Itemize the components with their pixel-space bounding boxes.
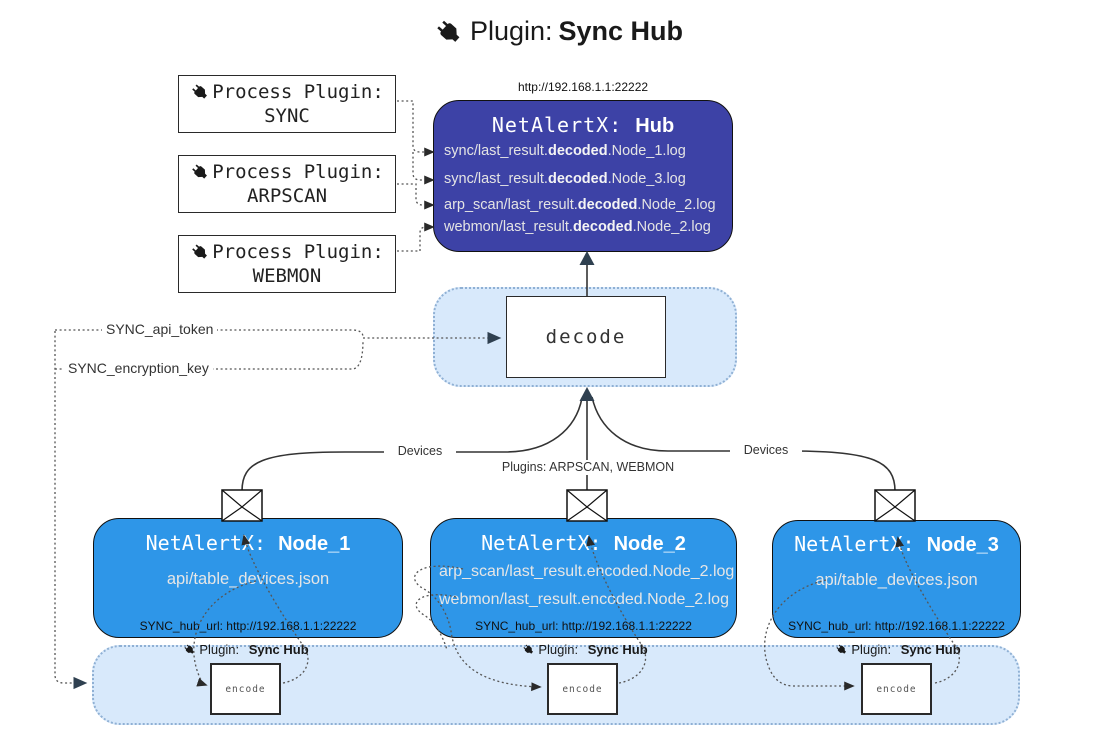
hub-box	[433, 100, 733, 252]
sync-api-token-label: SYNC_api_token	[102, 321, 218, 338]
hub-title: NetAlertX: Hub	[433, 113, 733, 138]
process-plugin-name: SYNC	[264, 105, 310, 127]
hub-log-line: webmon/last_result.decoded.Node_2.log	[444, 219, 711, 235]
node-title-bold: Node_2	[613, 533, 686, 555]
encode-plugin-label: Plugin: Sync Hub	[166, 642, 326, 657]
encode-box: encode	[861, 663, 932, 715]
connector-tokens-to-encode	[54, 331, 88, 690]
arrowhead-into-hub	[579, 251, 595, 265]
node-2-box: NetAlertX: Node_2 arp_scan/last_result.e…	[430, 518, 737, 638]
devices-label-left: Devices	[384, 444, 456, 459]
node-hub-url: SYNC_hub_url: http://192.168.1.1:22222	[475, 619, 692, 633]
process-plugin-label: Process Plugin:	[212, 161, 384, 183]
hub-title-bold: Hub	[635, 115, 675, 137]
plug-icon	[184, 644, 195, 654]
hub-log-line: sync/last_result.decoded.Node_3.log	[444, 171, 686, 187]
sync-encryption-key-label: SYNC_encryption_key	[64, 360, 213, 377]
connector-sync-to-hub-2	[412, 152, 435, 185]
node-hub-url: SYNC_hub_url: http://192.168.1.1:22222	[788, 619, 1005, 633]
envelope-icon	[566, 489, 608, 522]
devices-label-right: Devices	[730, 443, 802, 458]
hub-url-label: http://192.168.1.1:22222	[517, 80, 649, 94]
title-bold: Sync Hub	[558, 16, 684, 46]
node-file-line: webmon/last_result.encoded.Node_2.log	[439, 591, 729, 608]
diagram-title: Plugin: Sync Hub	[0, 16, 1117, 47]
node-hub-url: SYNC_hub_url: http://192.168.1.1:22222	[139, 619, 357, 633]
decode-box: decode	[506, 296, 666, 378]
hub-log-line: sync/last_result.decoded.Node_1.log	[444, 143, 686, 159]
plug-icon	[192, 84, 208, 99]
envelope-icon	[874, 489, 916, 522]
plug-icon	[192, 244, 208, 259]
envelope-icon	[221, 489, 263, 522]
node-title-bold: Node_3	[926, 534, 999, 556]
plugins-label-center: Plugins: ARPSCAN, WEBMON	[494, 460, 682, 475]
encode-plugin-label: Plugin: Sync Hub	[505, 642, 665, 657]
process-plugin-label: Process Plugin:	[212, 81, 384, 103]
node-3-box: NetAlertX: Node_3 api/table_devices.json…	[772, 520, 1021, 638]
title-prefix: Plugin:	[469, 16, 553, 46]
connector-arpscan-to-hub	[397, 183, 435, 210]
plug-icon	[192, 164, 208, 179]
node-title-bold: Node_1	[278, 533, 351, 555]
process-plugin-name: WEBMON	[252, 265, 322, 287]
hub-log-line: arp_scan/last_result.decoded.Node_2.log	[444, 197, 716, 213]
node-title-prefix: NetAlertX:	[145, 531, 279, 555]
node-file-line: arp_scan/last_result.encoded.Node_2.log	[439, 563, 735, 580]
process-plugin-box-webmon: Process Plugin: WEBMON	[178, 235, 396, 293]
node-file-line: api/table_devices.json	[815, 571, 978, 589]
plug-icon	[836, 644, 847, 654]
process-plugin-box-sync: Process Plugin: SYNC	[178, 75, 396, 133]
process-plugin-label: Process Plugin:	[212, 241, 384, 263]
node-file-line: api/table_devices.json	[166, 570, 330, 588]
connector-webmon-to-hub	[397, 222, 435, 252]
plug-icon	[437, 20, 460, 42]
node-title-prefix: NetAlertX:	[794, 532, 927, 556]
encode-plugin-label: Plugin: Sync Hub	[818, 642, 978, 657]
node-title-prefix: NetAlertX:	[481, 531, 614, 555]
process-plugin-name: ARPSCAN	[246, 185, 328, 207]
arrowhead-into-decode-container	[579, 387, 595, 401]
plug-icon	[523, 644, 534, 654]
encode-box: encode	[547, 663, 618, 715]
hub-title-prefix: NetAlertX:	[491, 113, 636, 137]
node-1-box: NetAlertX: Node_1 api/table_devices.json…	[93, 518, 403, 638]
connector-sync-to-hub-1	[397, 100, 435, 157]
process-plugin-box-arpscan: Process Plugin: ARPSCAN	[178, 155, 396, 213]
encode-box: encode	[210, 663, 281, 715]
